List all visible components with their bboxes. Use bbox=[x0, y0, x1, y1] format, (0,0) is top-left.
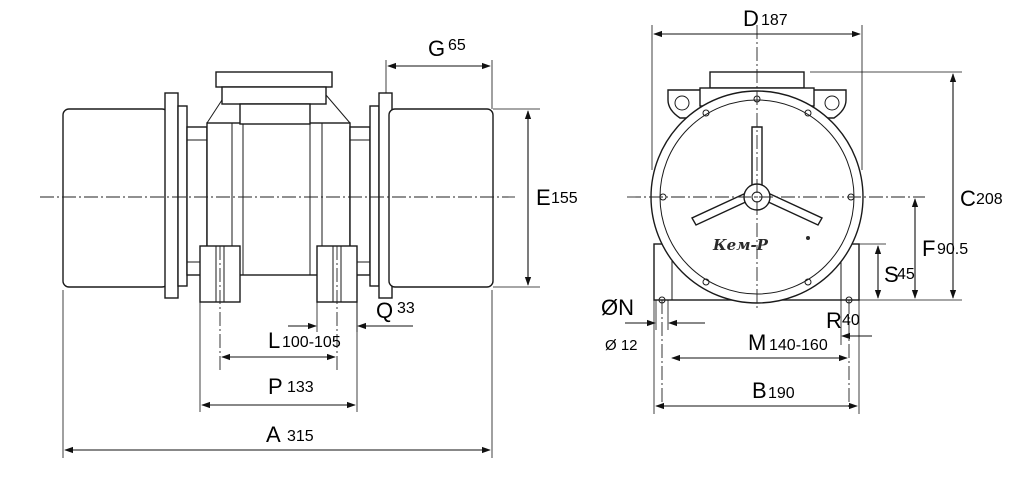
brand-logo: Кем-Р bbox=[712, 236, 769, 254]
right-end-cap bbox=[388, 108, 494, 288]
left-end-cap bbox=[62, 108, 169, 288]
dim-d-value: 187 bbox=[761, 12, 788, 29]
side-view bbox=[40, 71, 515, 370]
brand-dot bbox=[806, 236, 810, 240]
dim-f-value: 90.5 bbox=[937, 241, 968, 258]
dim-g-value: 65 bbox=[448, 37, 466, 54]
front-view: Кем-Р bbox=[627, 25, 925, 410]
dim-s-letter: S bbox=[884, 262, 899, 287]
left-flange-rim bbox=[177, 105, 188, 287]
dim-a-value: 315 bbox=[287, 428, 314, 445]
front-view-dimensions: D 187 C 208 F 90.5 S 45 ØN Ø 12 R 40 M 1… bbox=[601, 6, 1003, 414]
side-view-dimensions: A 315 P 133 L 100-105 Q 33 E 155 G 65 bbox=[62, 36, 578, 458]
dim-l-value: 100-105 bbox=[282, 334, 341, 351]
right-flange-rim bbox=[369, 105, 380, 287]
dim-n-value: Ø 12 bbox=[605, 337, 638, 354]
terminal-box-base bbox=[221, 86, 327, 105]
dim-g-letter: G bbox=[428, 36, 445, 61]
dim-p-letter: P bbox=[268, 374, 283, 399]
dim-q-value: 33 bbox=[397, 300, 415, 317]
terminal-box-lid bbox=[215, 71, 333, 88]
dim-d-letter: D bbox=[743, 6, 759, 31]
dim-b-value: 190 bbox=[768, 385, 795, 402]
dim-b-letter: B bbox=[752, 378, 767, 403]
terminal-box-neck bbox=[239, 103, 311, 125]
dim-m-value: 140-160 bbox=[769, 337, 828, 354]
dim-c-letter: C bbox=[960, 186, 976, 211]
dim-p-value: 133 bbox=[287, 379, 314, 396]
dim-f-letter: F bbox=[922, 236, 935, 261]
dim-q-letter: Q bbox=[376, 298, 393, 323]
left-lug-hole bbox=[674, 95, 690, 111]
dim-r-letter: R bbox=[826, 308, 842, 333]
dim-e-letter: E bbox=[536, 185, 551, 210]
dim-l-letter: L bbox=[268, 328, 280, 353]
dim-s-value: 45 bbox=[897, 266, 915, 283]
dim-a-letter: A bbox=[266, 422, 281, 447]
dim-r-value: 40 bbox=[842, 312, 860, 329]
dim-n-letter: ØN bbox=[601, 295, 634, 320]
dim-c-value: 208 bbox=[976, 191, 1003, 208]
dim-m-letter: M bbox=[748, 330, 766, 355]
left-flange bbox=[164, 92, 179, 299]
right-lug-hole bbox=[824, 95, 840, 111]
dim-e-value: 155 bbox=[551, 190, 578, 207]
